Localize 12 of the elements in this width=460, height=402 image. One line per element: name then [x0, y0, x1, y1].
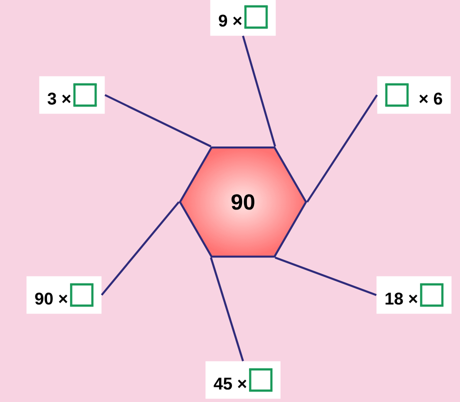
expression-card: 18 ×: [376, 276, 452, 314]
connector-line: [306, 94, 378, 203]
connector-line: [242, 36, 276, 147]
expression-card: 45 ×: [206, 361, 280, 399]
expression-card: 90 ×: [26, 276, 102, 314]
connector-line: [100, 201, 180, 296]
connector-line: [104, 94, 212, 148]
expression-card: 9 ×: [210, 0, 276, 36]
connector-line: [210, 257, 244, 362]
expression-card: × 6: [377, 76, 451, 114]
connector-line: [274, 256, 377, 296]
expression-card: 3 ×: [39, 76, 105, 114]
